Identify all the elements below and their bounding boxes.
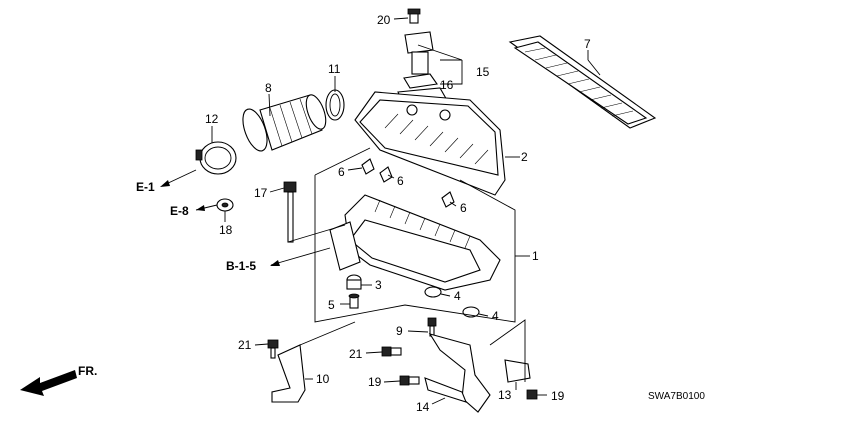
callout-16: 16 (440, 78, 454, 92)
ref-e1: E-1 (136, 180, 155, 194)
callout-4b: 4 (492, 309, 499, 323)
grommet-4a (424, 286, 442, 298)
collar-5 (348, 293, 360, 309)
band-clamp-11 (325, 89, 345, 121)
bolt-17 (283, 181, 297, 243)
callout-6c: 6 (460, 201, 467, 215)
bolt-21a (267, 339, 279, 359)
callout-19a: 19 (368, 375, 382, 389)
callout-3: 3 (375, 278, 382, 292)
callout-7: 7 (584, 37, 591, 51)
callout-15: 15 (476, 65, 490, 79)
ref-arrows (160, 169, 331, 266)
assembly-outline (287, 147, 516, 346)
callout-2: 2 (521, 150, 528, 164)
mount-rubber-3 (346, 274, 362, 290)
callout-17: 17 (254, 186, 268, 200)
diagram-code: SWA7B0100 (648, 391, 705, 402)
ref-b15: B-1-5 (226, 259, 256, 273)
bracket-14 (424, 377, 467, 403)
callout-1: 1 (532, 249, 539, 263)
callout-8: 8 (265, 81, 272, 95)
bolt-19b (526, 389, 538, 400)
callout-6b: 6 (397, 174, 404, 188)
lower-case (329, 194, 501, 291)
bolt-19a (399, 375, 420, 386)
band-clamp-12 (195, 141, 237, 175)
clip-6b (379, 166, 393, 183)
callout-19b: 19 (551, 389, 565, 403)
callout-14: 14 (416, 400, 430, 414)
callout-5: 5 (328, 298, 335, 312)
direction-label: FR. (78, 364, 97, 378)
callout-13: 13 (498, 388, 512, 402)
callout-4a: 4 (454, 289, 461, 303)
bracket-10 (271, 344, 306, 403)
callout-21b: 21 (349, 347, 363, 361)
callout-10: 10 (316, 372, 330, 386)
intake-tube (242, 94, 327, 152)
ref-e8: E-8 (170, 204, 189, 218)
callout-11: 11 (328, 62, 341, 76)
bolt-21b (381, 346, 402, 357)
callout-21a: 21 (238, 338, 252, 352)
callout-9: 9 (396, 324, 403, 338)
grommet-18 (216, 198, 234, 212)
clip-6a (361, 158, 375, 175)
bracket-13 (504, 359, 531, 383)
front-direction-arrow: FR. (20, 364, 97, 396)
callout-6a: 6 (338, 165, 345, 179)
clip-6c (441, 191, 455, 208)
callout-18: 18 (219, 223, 233, 237)
leader-lines (211, 17, 589, 405)
air-filter-element (508, 35, 657, 129)
callout-12: 12 (205, 112, 219, 126)
bracket-9 (428, 333, 491, 413)
upper-case (354, 91, 506, 196)
callout-20: 20 (377, 13, 391, 27)
